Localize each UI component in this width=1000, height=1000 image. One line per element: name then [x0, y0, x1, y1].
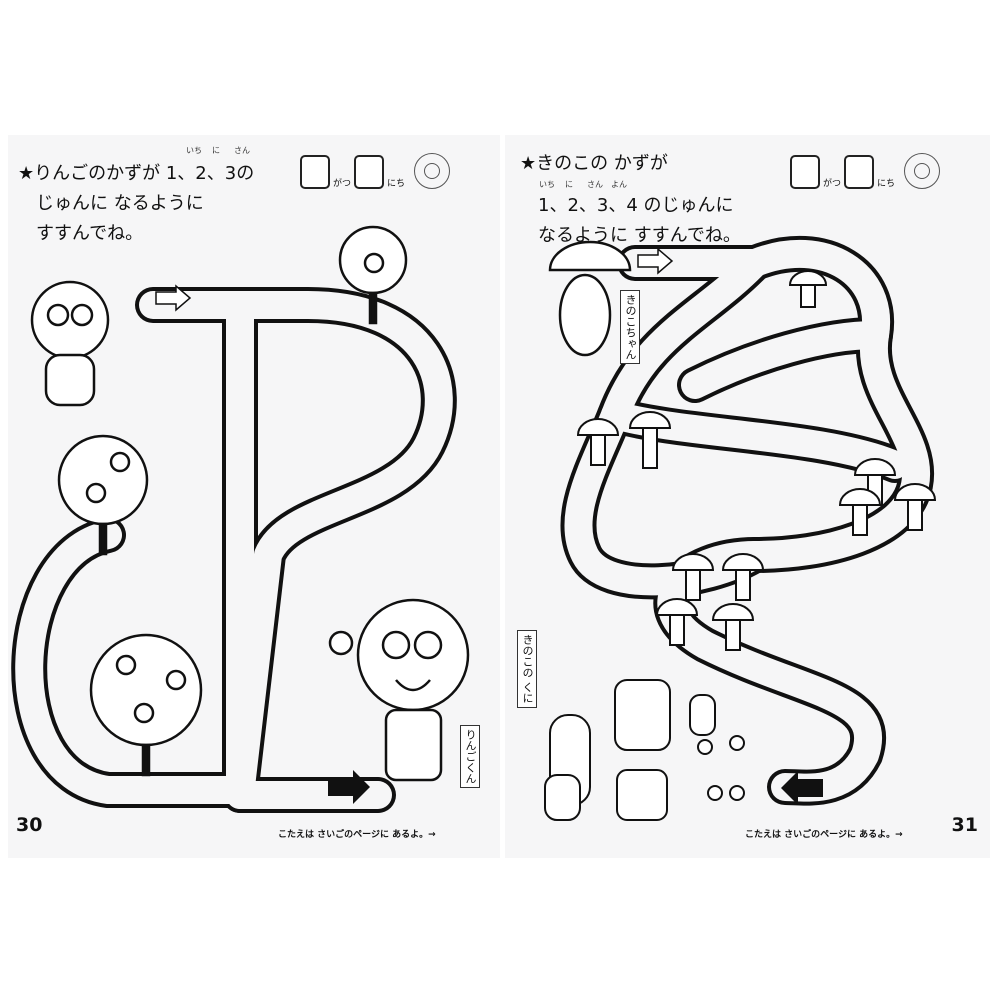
mushroom [721, 553, 765, 601]
instruction-line: ★りんごのかずが 1、2、3の [18, 163, 255, 184]
ruby: よん [611, 180, 627, 189]
ruby: さん [587, 180, 603, 189]
ruby: いち [186, 146, 202, 155]
place-label: きのこの くに [517, 630, 537, 708]
instruction: ★きのこの かずが 1、2、3、4 のじゅんに なるように すすんでね。 [520, 149, 741, 251]
mushroom [628, 411, 672, 469]
goal-arrow [781, 771, 823, 805]
workbook-page-31: ★きのこの かずが 1、2、3、4 のじゅんに なるように すすんでね。 いち … [505, 135, 990, 858]
instruction-line: じゅんに なるように [36, 193, 204, 214]
character-e [30, 280, 110, 407]
character-label: りんごくん [460, 725, 480, 788]
instruction-line: すすんでね。 [36, 223, 144, 244]
instruction-line: 1、2、3、4 のじゅんに [538, 195, 734, 216]
day-label: にち [877, 179, 896, 189]
character-kinoko [548, 240, 632, 357]
answer-note: こたえは さいごのページに あるよ。→ [745, 830, 903, 840]
apple-tree-2 [57, 434, 149, 556]
mushrooms [576, 270, 937, 651]
mushroom [576, 418, 620, 466]
mushroom [655, 598, 699, 646]
instruction-line: なるように すすんでね。 [538, 225, 741, 246]
goal-arrow [328, 770, 370, 804]
instruction: ★りんごのかずが 1、2、3の じゅんに なるように すすんでね。 [18, 159, 254, 249]
apple-tree-1 [338, 225, 408, 325]
apple-maze [11, 225, 470, 813]
mushroom [788, 270, 828, 308]
ruby: さん [234, 146, 250, 155]
apple-tree-3 [89, 633, 203, 777]
month-label: がつ [333, 179, 352, 189]
mushroom [893, 483, 937, 531]
character-ringo [328, 598, 470, 782]
mushroom-village [544, 679, 745, 821]
ruby: に [212, 146, 220, 155]
character-label: きのこちゃん [620, 290, 640, 364]
month-box[interactable] [790, 155, 820, 189]
workbook-page-30: ★りんごのかずが 1、2、3の じゅんに なるように すすんでね。 いち に さ… [8, 135, 500, 858]
page-number: 30 [16, 814, 43, 836]
mushroom [838, 488, 882, 536]
instruction-line: ★きのこの かずが [520, 153, 668, 174]
mushroom-maze [544, 235, 937, 821]
stamp-icon [414, 153, 451, 189]
day-label: にち [387, 179, 406, 189]
month-label: がつ [823, 179, 842, 189]
ruby: いち [539, 180, 555, 189]
month-box[interactable] [300, 155, 330, 189]
start-arrow [637, 247, 674, 275]
mushroom [711, 603, 755, 651]
day-box[interactable] [354, 155, 385, 189]
day-box[interactable] [844, 155, 875, 189]
stamp-icon [904, 153, 941, 189]
ruby: に [565, 180, 573, 189]
mushroom [671, 553, 715, 601]
date-field: がつ にち [790, 153, 941, 189]
start-arrow [155, 284, 192, 312]
page-number: 31 [951, 814, 978, 836]
answer-note: こたえは さいごのページに あるよ。→ [278, 830, 436, 840]
date-field: がつ にち [300, 153, 451, 189]
